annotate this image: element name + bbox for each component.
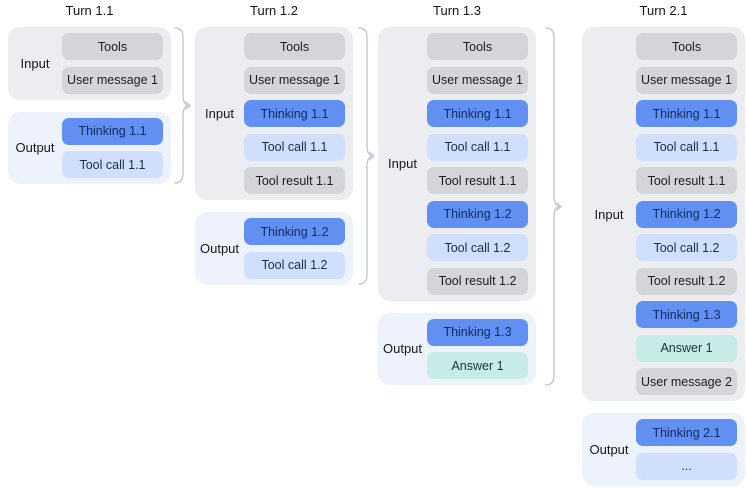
pill-thinking: Thinking 1.3 (427, 318, 528, 346)
pill-tool-call: Tool call 1.1 (427, 133, 528, 161)
pill-tool-call: Tool call 1.2 (636, 234, 737, 261)
pill-tool-result: Tool result 1.1 (636, 167, 737, 194)
input-pill-stack: Tools User message 1 Thinking 1.1 Tool c… (636, 33, 737, 395)
pill-tool-call: Tool call 1.2 (244, 251, 345, 279)
input-label: Input (594, 206, 624, 222)
pill-tools: Tools (244, 33, 345, 60)
turn-column-1-1: Turn 1.1 Input Tools User message 1 Outp… (8, 0, 171, 184)
input-label: Input (20, 55, 50, 71)
pill-answer: Answer 1 (427, 352, 528, 379)
input-pill-stack: Tools User message 1 Thinking 1.1 Tool c… (427, 33, 528, 295)
pill-thinking: Thinking 1.1 (62, 117, 163, 145)
input-pill-stack: Tools User message 1 (62, 33, 163, 94)
input-pill-stack: Tools User message 1 Thinking 1.1 Tool c… (244, 33, 345, 194)
output-label: Output (589, 441, 629, 457)
output-section: Output Thinking 1.1 Tool call 1.1 (8, 111, 171, 184)
turn-column-1-2: Turn 1.2 Input Tools User message 1 Thin… (195, 0, 353, 285)
pill-thinking: Thinking 1.1 (244, 100, 345, 127)
pill-tool-result: Tool result 1.1 (244, 167, 345, 194)
pill-thinking: Thinking 1.2 (427, 200, 528, 228)
curly-brace-arrow-icon (545, 27, 562, 386)
turn-title: Turn 1.2 (250, 3, 298, 18)
pill-tool-call: Tool call 1.1 (62, 151, 163, 178)
pill-tool-result: Tool result 1.1 (427, 167, 528, 194)
turn-column-1-3: Turn 1.3 Input Tools User message 1 Thin… (378, 0, 536, 385)
pill-user-message: User message 2 (636, 368, 737, 395)
pill-thinking: Thinking 1.1 (427, 100, 528, 127)
pill-user-message: User message 1 (62, 66, 163, 94)
pill-tool-result: Tool result 1.2 (427, 267, 528, 295)
output-pill-stack: Thinking 1.2 Tool call 1.2 (244, 218, 345, 279)
output-label: Output (199, 240, 240, 256)
output-label: Output (382, 341, 423, 357)
output-section: Output Thinking 1.3 Answer 1 (378, 312, 536, 385)
pill-thinking: Thinking 1.2 (636, 200, 737, 228)
output-section: Output Thinking 2.1 ... (582, 413, 745, 486)
input-section: Input Tools User message 1 Thinking 1.1 … (378, 27, 536, 301)
pill-tools: Tools (427, 33, 528, 60)
pill-tools: Tools (636, 33, 737, 60)
pill-tools: Tools (62, 33, 163, 60)
output-pill-stack: Thinking 1.1 Tool call 1.1 (62, 117, 163, 178)
turn-title: Turn 2.1 (639, 3, 688, 18)
output-section: Output Thinking 1.2 Tool call 1.2 (195, 212, 353, 285)
curly-brace-arrow-icon (174, 27, 191, 184)
pill-thinking: Thinking 1.2 (244, 218, 345, 245)
turn-title: Turn 1.3 (433, 3, 481, 18)
pill-tool-result: Tool result 1.2 (636, 267, 737, 295)
curly-brace-arrow-icon (358, 27, 375, 285)
turn-column-2-1: Turn 2.1 Input Tools User message 1 Thin… (582, 0, 745, 486)
pill-user-message: User message 1 (427, 66, 528, 94)
pill-thinking: Thinking 2.1 (636, 419, 737, 446)
input-label: Input (388, 156, 417, 172)
pill-tool-call: Tool call 1.1 (244, 133, 345, 161)
pill-tool-call: Tool call 1.2 (427, 234, 528, 261)
pill-ellipsis: ... (636, 452, 737, 480)
pill-tool-call: Tool call 1.1 (636, 133, 737, 161)
pill-answer: Answer 1 (636, 334, 737, 362)
input-section: Input Tools User message 1 Thinking 1.1 … (582, 27, 745, 401)
output-label: Output (15, 140, 55, 156)
pill-thinking: Thinking 1.1 (636, 100, 737, 127)
output-pill-stack: Thinking 1.3 Answer 1 (427, 318, 528, 379)
output-pill-stack: Thinking 2.1 ... (636, 419, 737, 480)
pill-thinking: Thinking 1.3 (636, 301, 737, 328)
pill-user-message: User message 1 (636, 66, 737, 94)
input-label: Input (205, 106, 234, 121)
pill-user-message: User message 1 (244, 66, 345, 94)
input-section: Input Tools User message 1 (8, 27, 171, 100)
input-section: Input Tools User message 1 Thinking 1.1 … (195, 27, 353, 200)
turn-title: Turn 1.1 (65, 3, 114, 18)
